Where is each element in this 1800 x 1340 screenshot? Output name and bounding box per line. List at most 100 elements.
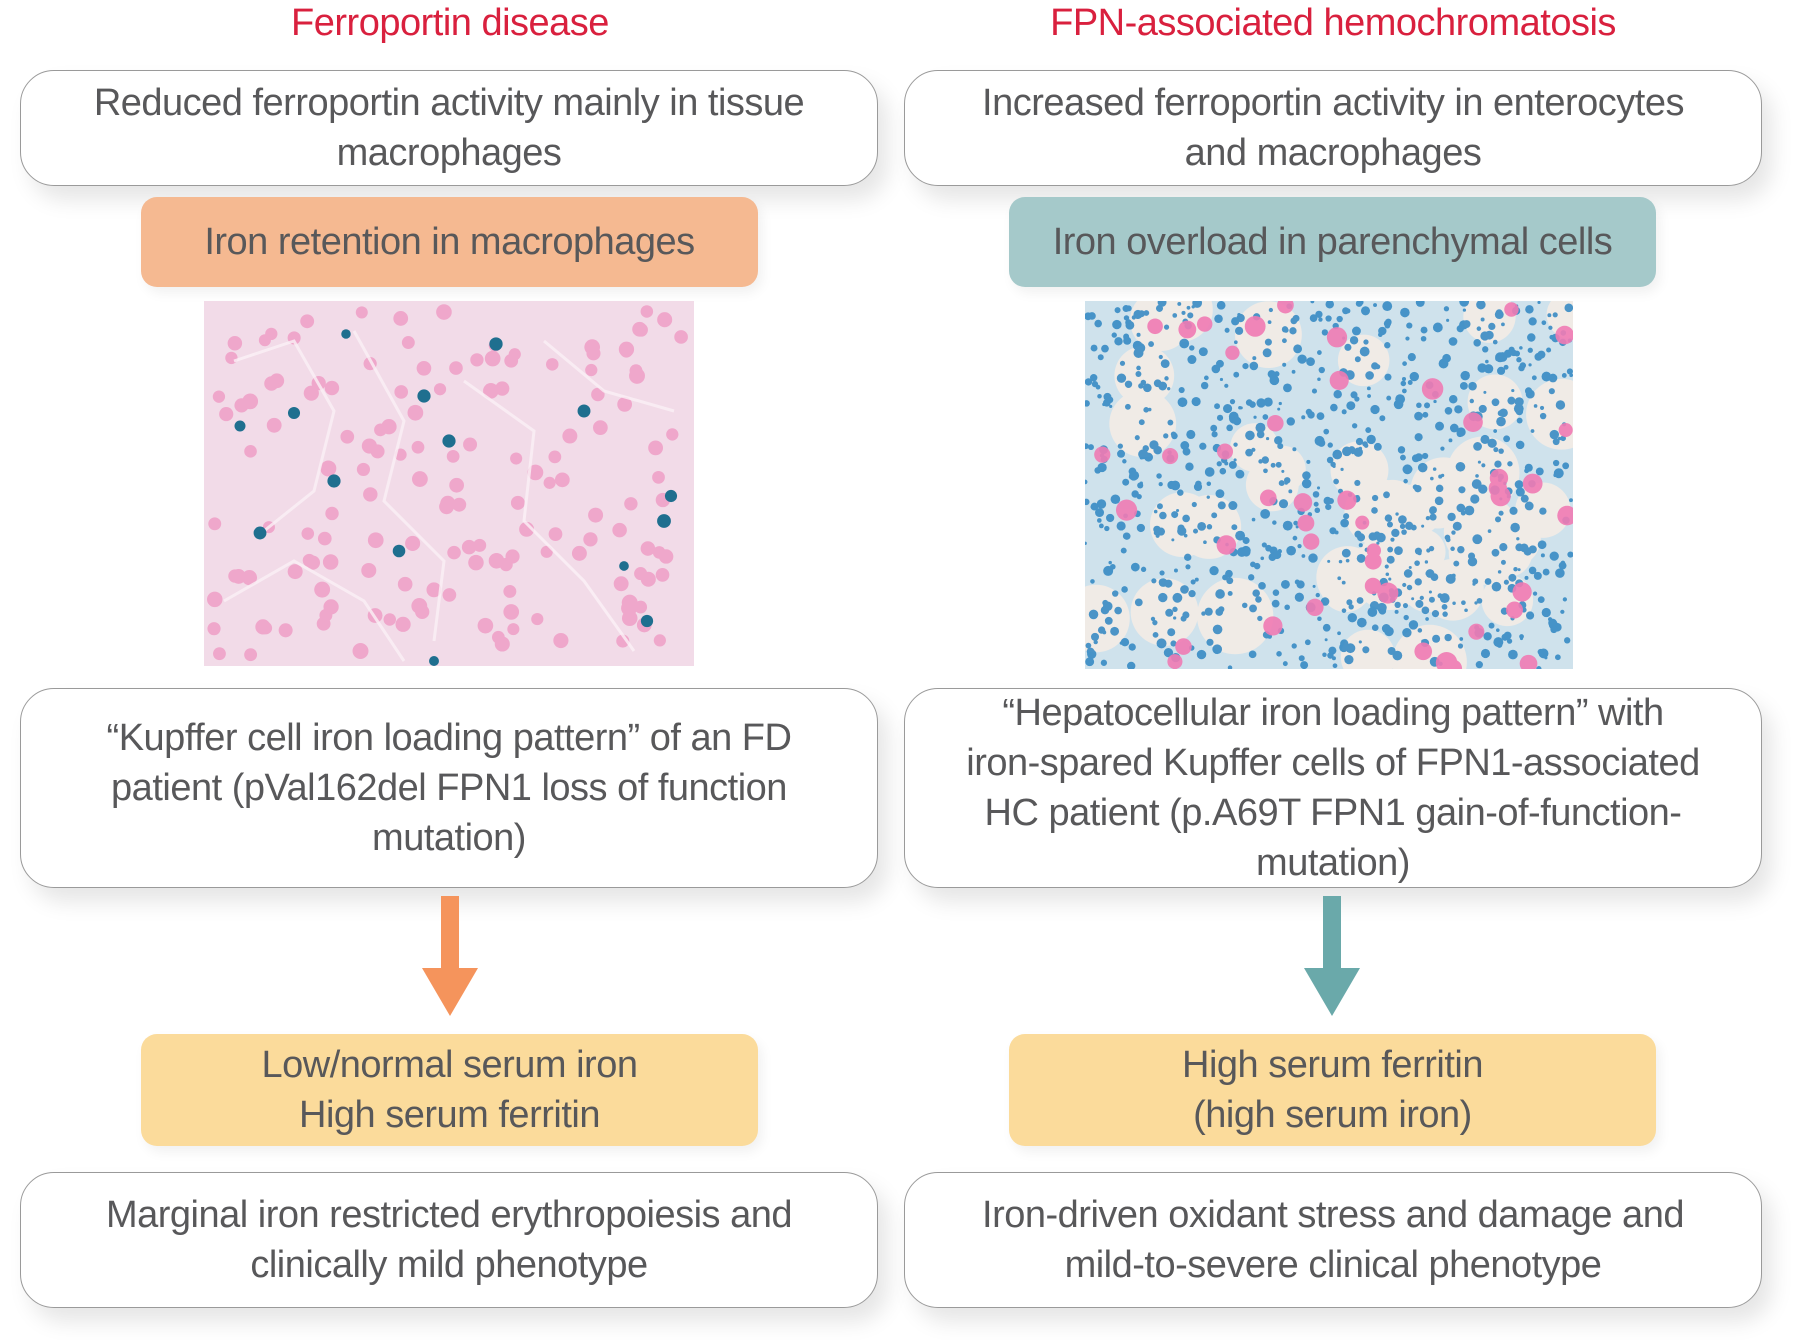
iron-granule xyxy=(1519,634,1524,639)
hepatocyte-nucleus xyxy=(363,487,378,502)
iron-granule xyxy=(1119,360,1126,366)
iron-granule xyxy=(1307,411,1315,419)
iron-granule xyxy=(1557,436,1562,441)
iron-granule xyxy=(1457,545,1465,554)
iron-granule xyxy=(1134,598,1143,607)
hepatocyte-nucleus xyxy=(1555,325,1573,345)
iron-granule xyxy=(1386,395,1392,401)
iron-granule xyxy=(1345,558,1350,563)
iron-granule xyxy=(1200,381,1209,390)
iron-granule xyxy=(1325,315,1332,322)
hepatocyte-nucleus xyxy=(483,383,499,399)
iron-granule xyxy=(1363,339,1369,345)
iron-granule xyxy=(1435,421,1445,431)
iron-granule xyxy=(1482,346,1489,353)
iron-granule xyxy=(1343,513,1350,520)
iron-granule xyxy=(1214,650,1218,654)
right-outcome-text: Iron-driven oxidant stress and damage an… xyxy=(982,1194,1684,1286)
iron-granule xyxy=(1292,447,1297,452)
iron-granule xyxy=(1090,579,1095,584)
iron-granule xyxy=(1417,628,1423,633)
hepatocyte-nucleus xyxy=(584,339,601,355)
iron-granule xyxy=(1177,397,1188,408)
hepatocyte-nucleus xyxy=(613,576,629,592)
iron-granule xyxy=(1519,346,1523,350)
iron-granule xyxy=(1495,309,1503,317)
iron-granule xyxy=(1245,448,1253,457)
iron-granule xyxy=(1282,520,1293,531)
iron-granule xyxy=(1503,631,1512,640)
iron-granule xyxy=(1304,639,1311,646)
iron-granule xyxy=(1532,591,1538,596)
iron-granule xyxy=(1203,540,1207,545)
iron-granule xyxy=(1533,571,1542,580)
iron-granule xyxy=(1085,498,1090,506)
hepatocyte-nucleus xyxy=(370,444,385,459)
iron-granule xyxy=(1495,628,1500,632)
hepatocyte-nucleus xyxy=(1196,316,1213,332)
iron-granule xyxy=(1422,411,1429,418)
iron-granule xyxy=(1344,343,1352,351)
iron-granule xyxy=(1402,464,1413,475)
hepatocyte-nucleus xyxy=(242,393,259,410)
hepatocyte-nucleus xyxy=(510,495,525,510)
iron-granule xyxy=(1456,503,1466,513)
hepatocyte-nucleus xyxy=(527,464,544,481)
iron-granule xyxy=(1306,459,1311,464)
hepatocyte-nucleus xyxy=(1337,490,1357,510)
iron-granule xyxy=(1156,473,1162,479)
hepatocyte-nucleus xyxy=(405,535,421,551)
iron-granule xyxy=(1232,416,1242,426)
hepatocyte-nucleus xyxy=(266,417,282,433)
left-effect-box: Iron retention in macrophages xyxy=(141,197,758,287)
iron-granule xyxy=(1438,358,1449,369)
iron-granule xyxy=(1176,508,1180,513)
iron-granule xyxy=(1317,616,1322,621)
iron-granule xyxy=(1160,359,1170,369)
iron-granule xyxy=(1375,364,1381,370)
iron-granule xyxy=(1414,560,1420,566)
hepatocyte-nucleus xyxy=(1522,473,1543,494)
kupffer-iron-deposit xyxy=(392,544,406,558)
iron-granule xyxy=(1527,333,1536,342)
iron-granule xyxy=(1426,548,1431,553)
iron-granule xyxy=(1278,401,1282,406)
iron-granule xyxy=(1198,347,1208,357)
iron-granule xyxy=(1085,443,1089,450)
hepatocyte-nucleus xyxy=(300,314,315,329)
iron-granule xyxy=(1216,359,1224,368)
iron-granule xyxy=(1228,501,1238,511)
iron-granule xyxy=(1262,348,1272,358)
iron-granule xyxy=(1525,305,1534,314)
hepatocyte-nucleus xyxy=(356,462,371,477)
iron-granule xyxy=(1417,462,1428,473)
iron-granule xyxy=(1164,376,1169,381)
iron-granule xyxy=(1569,498,1573,503)
iron-granule xyxy=(1170,431,1177,437)
iron-granule xyxy=(1224,327,1230,333)
hepatocyte-nucleus xyxy=(1326,327,1348,348)
hepatocyte xyxy=(1448,519,1514,585)
iron-granule xyxy=(1157,301,1167,307)
iron-granule xyxy=(1387,546,1394,553)
iron-granule xyxy=(1097,354,1104,361)
iron-granule xyxy=(1411,597,1415,601)
hepatocyte-nucleus xyxy=(212,390,226,403)
left-serum-box: Low/normal serum iron High serum ferriti… xyxy=(141,1034,758,1146)
iron-granule xyxy=(1325,301,1334,309)
hepatocyte-nucleus xyxy=(207,591,223,608)
iron-granule xyxy=(1550,626,1558,634)
iron-granule xyxy=(1163,433,1169,439)
iron-granule xyxy=(1561,373,1567,378)
iron-granule xyxy=(1537,350,1546,359)
left-outcome-text: Marginal iron restricted erythropoiesis … xyxy=(105,1194,793,1286)
iron-granule xyxy=(1457,327,1462,332)
iron-granule xyxy=(1315,592,1320,598)
iron-granule xyxy=(1383,491,1390,499)
iron-granule xyxy=(1402,582,1407,588)
iron-granule xyxy=(1226,424,1233,432)
hepatocyte xyxy=(1399,529,1446,575)
iron-granule xyxy=(1455,461,1466,472)
iron-granule xyxy=(1337,576,1342,581)
iron-granule xyxy=(1263,468,1268,474)
